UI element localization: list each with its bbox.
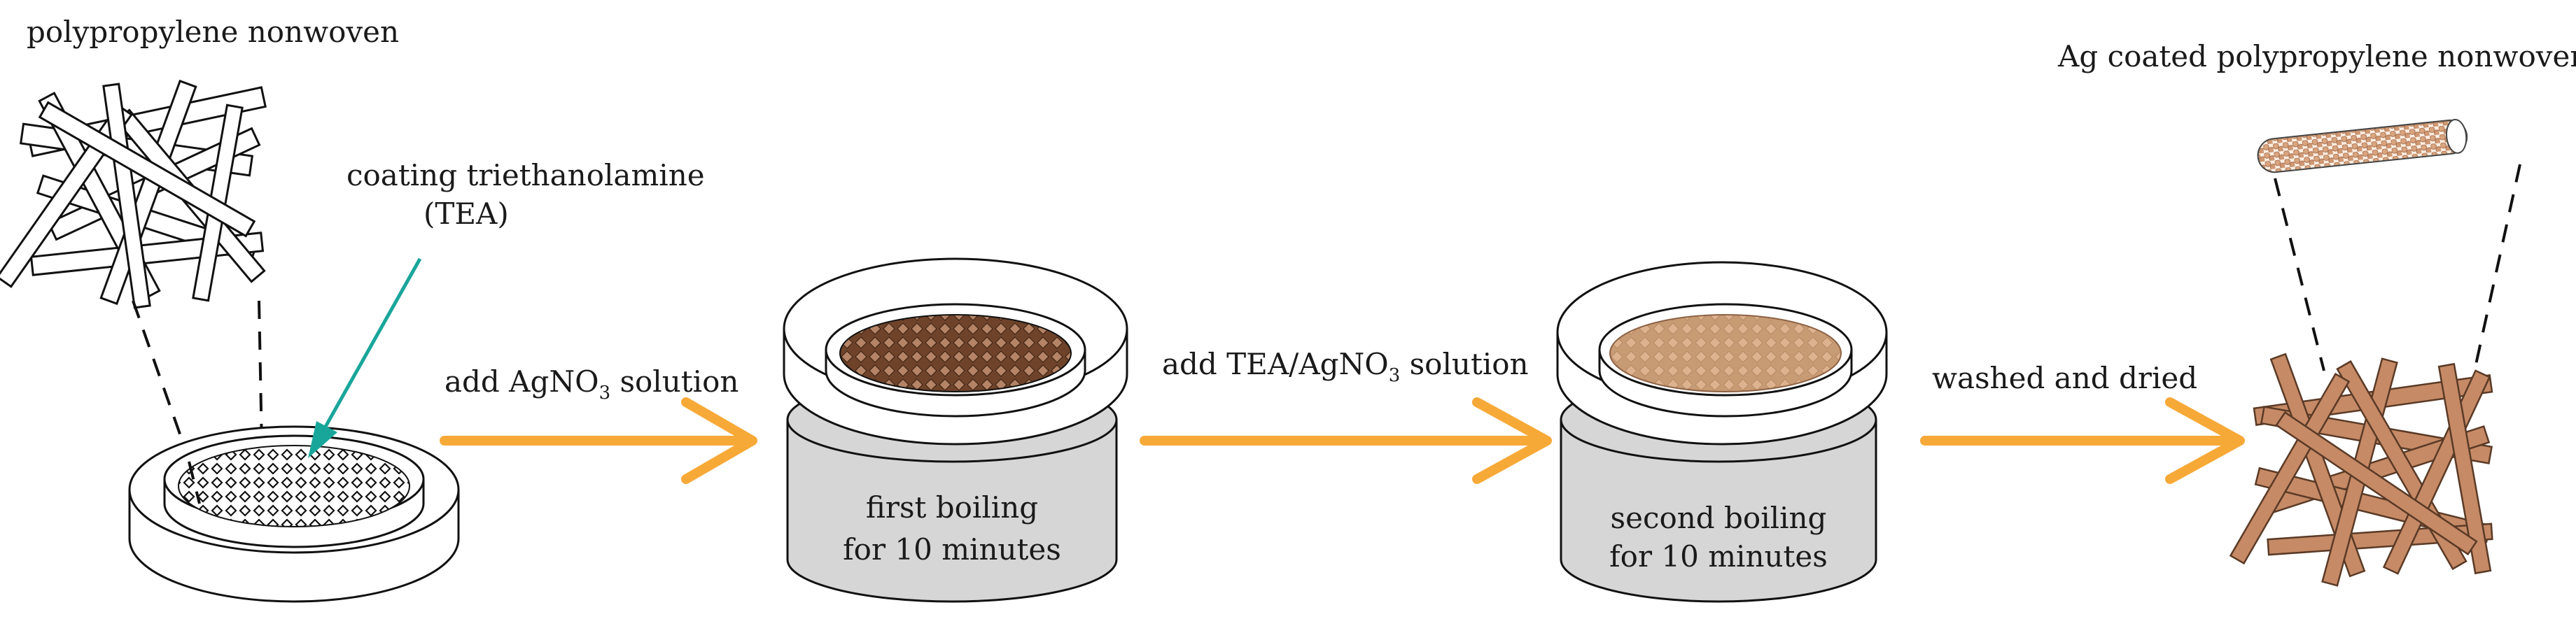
step2-label: add TEA/AgNO3 solution (1162, 347, 1529, 386)
boil1-line1: first boiling (866, 490, 1038, 525)
dashed-projection-ag-left (2274, 178, 2325, 371)
ag-nonwoven-label: Ag coated polypropylene nonwoven (2057, 39, 2576, 73)
boil2-line1: second boiling (1611, 501, 1827, 535)
fabric-second-boil (1609, 314, 1842, 392)
tea-coated-fabric (178, 445, 410, 527)
pp-nonwoven-label: polypropylene nonwoven (27, 15, 399, 49)
process-arrow-1 (440, 397, 757, 484)
process-arrow-3 (1920, 397, 2245, 484)
fabric-first-boil (839, 314, 1072, 392)
step1-label: add AgNO3 solution (444, 364, 738, 404)
petri-dish-tea (128, 425, 460, 603)
step3-label: washed and dried (1932, 361, 2197, 395)
boil1-line2: for 10 minutes (843, 532, 1061, 567)
coating-label-line2: (TEA) (424, 197, 509, 231)
petri-dish-2 (1556, 261, 1888, 446)
pp-fiber-bundle (0, 79, 267, 309)
petri-dish-1 (783, 257, 1128, 446)
ag-coated-fiber-closeup (2257, 118, 2468, 173)
teal-pointer-arrow (308, 257, 422, 458)
dashed-projection-left-inner (188, 461, 201, 504)
boil2-line2: for 10 minutes (1609, 539, 1828, 574)
coating-label-line1: coating triethanolamine (346, 158, 705, 192)
process-arrow-2 (1140, 397, 1552, 484)
dashed-projection-ag-right (2473, 164, 2521, 371)
ag-coated-fiber-bundle (2229, 353, 2493, 587)
